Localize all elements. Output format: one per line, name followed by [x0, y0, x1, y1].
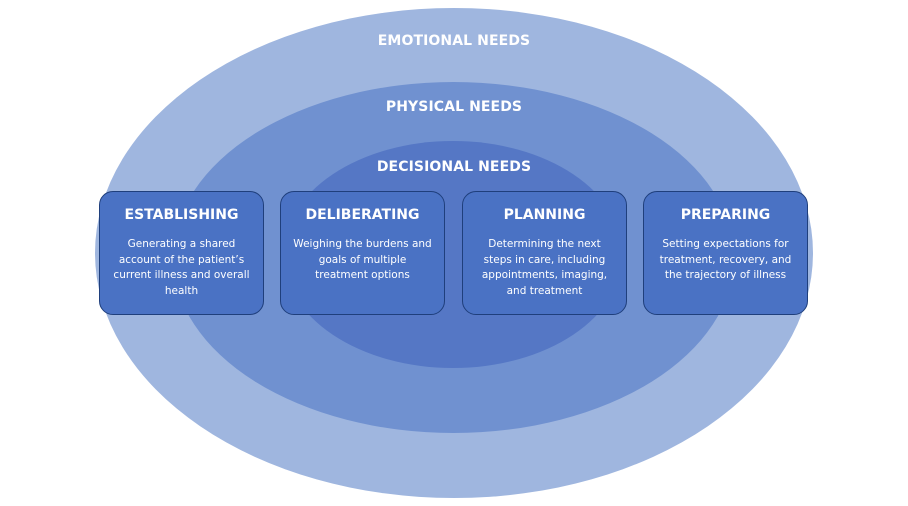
stage-establishing: ESTABLISHING Generating a shared account…	[99, 191, 264, 315]
stage-preparing: PREPARING Setting expectations for treat…	[643, 191, 808, 315]
stage-title: PLANNING	[503, 207, 586, 223]
stage-title: ESTABLISHING	[124, 207, 239, 223]
emotional-needs-label: EMOTIONAL NEEDS	[377, 33, 531, 49]
physical-needs-label: PHYSICAL NEEDS	[385, 99, 523, 115]
stage-title: DELIBERATING	[305, 207, 420, 223]
stage-description: Determining the next steps in care, incl…	[481, 238, 608, 297]
decisional-needs-label: DECISIONAL NEEDS	[376, 159, 532, 175]
stage-description: Setting expectations for treatment, reco…	[659, 238, 792, 281]
stage-deliberating: DELIBERATING Weighing the burdens and go…	[280, 191, 445, 315]
stage-title: PREPARING	[680, 207, 771, 223]
stage-description: Generating a shared account of the patie…	[113, 238, 250, 297]
stage-description: Weighing the burdens and goals of multip…	[293, 238, 432, 281]
stage-planning: PLANNING Determining the next steps in c…	[462, 191, 627, 315]
